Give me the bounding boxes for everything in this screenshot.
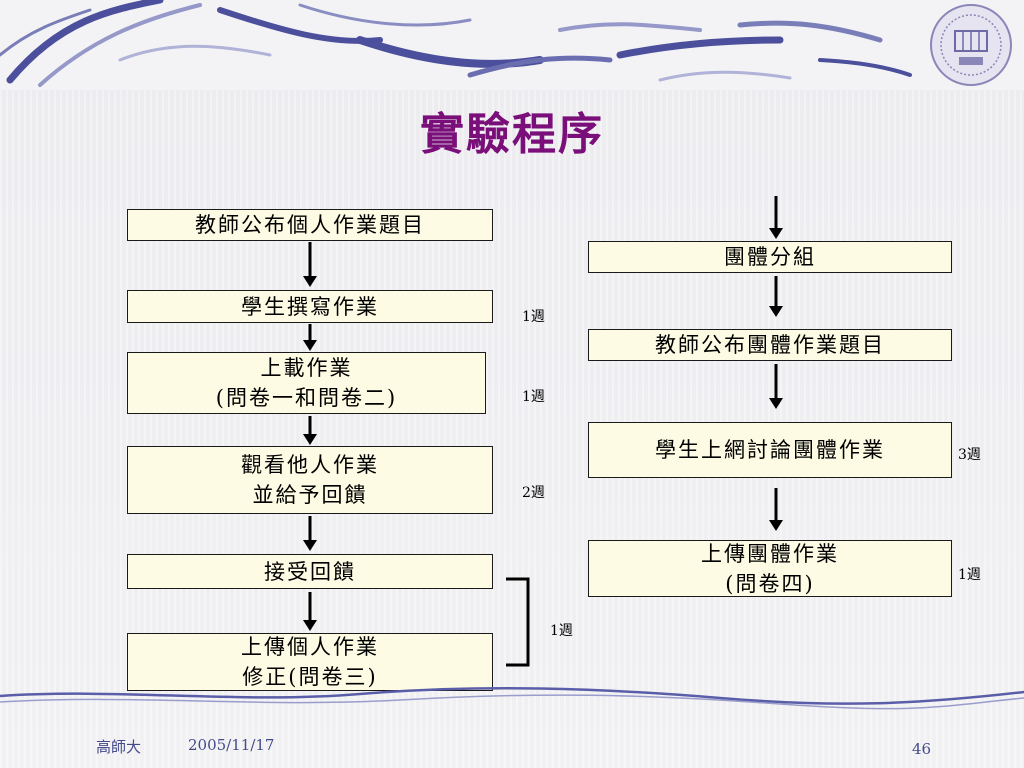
duration-label: 1週 bbox=[522, 389, 545, 405]
step-box-upload-group-assignment: 上傳團體作業 (問卷四) bbox=[588, 540, 952, 597]
step-label-line1: 觀看他人作業 bbox=[241, 453, 379, 477]
arrow-down-icon bbox=[303, 416, 317, 445]
step-box-students-write: 學生撰寫作業 bbox=[127, 290, 493, 323]
step-box-group-formation: 團體分組 bbox=[588, 241, 952, 273]
footer-date: 2005/11/17 bbox=[188, 736, 275, 754]
step-box-upload-assignment: 上載作業 (問卷一和問卷二) bbox=[127, 352, 486, 414]
duration-label: 1週 bbox=[550, 623, 573, 639]
arrow-down-icon bbox=[303, 592, 317, 631]
step-box-receive-feedback: 接受回饋 bbox=[127, 554, 493, 589]
arrow-down-icon bbox=[769, 276, 783, 317]
step-label-line2: 修正(問卷三) bbox=[242, 665, 378, 689]
step-label: 學生上網討論團體作業 bbox=[655, 438, 885, 462]
footer-organization: 高師大 bbox=[96, 738, 142, 756]
step-label: 接受回饋 bbox=[264, 559, 356, 584]
step-box-upload-revision: 上傳個人作業 修正(問卷三) bbox=[127, 633, 493, 691]
arrow-down-icon bbox=[769, 488, 783, 531]
step-label-line1: 上傳個人作業 bbox=[241, 635, 379, 659]
duration-label: 1週 bbox=[958, 567, 981, 583]
step-box-view-and-feedback: 觀看他人作業 並給予回饋 bbox=[127, 446, 493, 514]
arrow-down-icon bbox=[303, 324, 317, 351]
step-label-line1: 上傳團體作業 bbox=[701, 541, 839, 566]
step-box-teacher-assigns-individual: 教師公布個人作業題目 bbox=[127, 209, 493, 241]
decorative-wave-banner bbox=[0, 0, 1024, 90]
step-label-line2: (問卷一和問卷二) bbox=[215, 386, 398, 410]
step-label-line2: (問卷四) bbox=[725, 571, 815, 596]
arrow-down-icon bbox=[769, 196, 783, 239]
page-number: 46 bbox=[912, 740, 932, 758]
duration-label: 1週 bbox=[522, 309, 545, 325]
duration-label: 3週 bbox=[958, 447, 981, 463]
step-label: 團體分組 bbox=[724, 245, 816, 269]
footer-wave-decoration bbox=[0, 686, 1024, 710]
arrow-down-icon bbox=[769, 364, 783, 409]
step-label-line1: 上載作業 bbox=[260, 356, 353, 380]
step-label-line2: 並給予回饋 bbox=[252, 483, 368, 507]
right-bracket bbox=[506, 577, 530, 667]
step-label: 教師公布團體作業題目 bbox=[655, 333, 885, 357]
step-box-teacher-assigns-group: 教師公布團體作業題目 bbox=[588, 329, 952, 361]
university-seal-icon bbox=[930, 4, 1012, 86]
arrow-down-icon bbox=[303, 242, 317, 287]
university-logo bbox=[918, 0, 1024, 90]
slide-title: 實驗程序 bbox=[420, 109, 604, 160]
duration-label: 2週 bbox=[522, 485, 545, 501]
step-label: 學生撰寫作業 bbox=[241, 294, 379, 319]
step-label: 教師公布個人作業題目 bbox=[195, 213, 425, 237]
arrow-down-icon bbox=[303, 516, 317, 551]
step-box-online-group-discussion: 學生上網討論團體作業 bbox=[588, 422, 952, 478]
